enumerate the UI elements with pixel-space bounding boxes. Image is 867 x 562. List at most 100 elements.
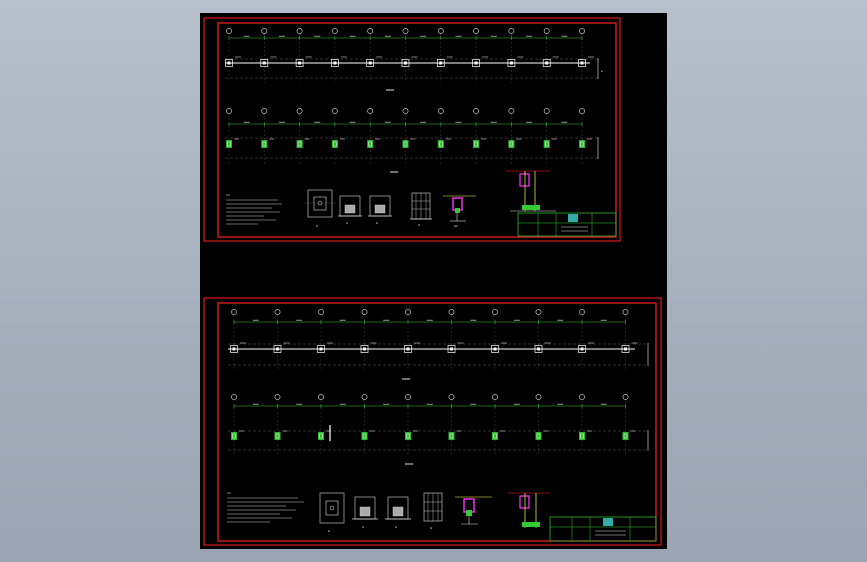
grid-bubble: [622, 394, 629, 400]
sheet-1-plan-2-foundations: [226, 138, 592, 148]
foundation-column: [623, 433, 628, 439]
sheet-2-inner-frame: [217, 302, 657, 542]
foundation-mark: [579, 140, 585, 148]
grid-bubble: [535, 309, 542, 315]
foundation-mark: [492, 432, 498, 440]
column-base: [401, 59, 410, 67]
sheet-1-inner-frame: [217, 22, 617, 238]
foundation-column: [275, 433, 280, 439]
foundation-mark: [274, 432, 281, 440]
column-base: [534, 345, 543, 353]
foundation-mark: [405, 432, 411, 440]
grid-bubble: [226, 108, 232, 114]
svg-text:▬: ▬: [328, 529, 330, 533]
column-base: [360, 345, 369, 353]
grid-bubble: [274, 394, 281, 400]
column-core: [298, 61, 302, 65]
sheet-2-plan-2-foundations: [231, 430, 636, 440]
grid-bubble: [361, 309, 368, 315]
grid-bubble: [261, 28, 268, 34]
column-base: [260, 59, 269, 67]
sheet-2-plan-1-axis-marks: [231, 309, 629, 369]
column-core: [227, 61, 231, 65]
sheet-2-detail-anchor: [455, 496, 492, 525]
foundation-column: [362, 433, 367, 439]
grid-bubble: [448, 394, 455, 400]
foundation-mark: [231, 432, 237, 440]
grid-bubble: [437, 108, 444, 114]
foundation-column: [232, 433, 236, 439]
sheet-1-outer-frame: [203, 17, 621, 242]
grid-bubble: [226, 28, 232, 34]
grid-bubble: [448, 309, 455, 315]
column-core: [509, 61, 513, 65]
column-core: [262, 61, 266, 65]
column-core: [276, 347, 279, 351]
sheet-1-plan-1-title: ▬▬▬▬: [386, 88, 395, 92]
sheet-2: ▬▬▬▬ ▬▬▬▬ ▬: [203, 297, 662, 546]
foundation-mark: [543, 140, 550, 148]
foundation-column: [439, 141, 443, 147]
sheet-2-detail-section-1: ▬: [352, 496, 378, 529]
grid-bubble: [402, 108, 409, 114]
column-core: [624, 347, 627, 351]
grid-bubble: [231, 309, 237, 315]
sheet-1-title-block: [517, 212, 617, 237]
column-base: [317, 345, 325, 353]
sheet-2-plan-2-axis-marks: [231, 394, 629, 456]
grid-bubble: [543, 108, 550, 114]
grid-bubble: [296, 28, 303, 34]
svg-text:▬▬: ▬▬: [454, 224, 458, 228]
column-core: [474, 61, 478, 65]
cad-canvas[interactable]: ◈ ▬▬▬▬ ▬▬▬▬: [200, 13, 667, 549]
foundation-mark: [579, 432, 585, 440]
column-base: [621, 345, 630, 353]
grid-bubble: [331, 28, 338, 34]
grid-bubble: [402, 28, 409, 34]
column-core: [368, 61, 372, 65]
foundation-mark: [367, 140, 374, 148]
foundation-column: [333, 141, 337, 147]
column-core: [404, 61, 407, 65]
sheet-1-plan-1-axis-marks: [226, 28, 585, 83]
column-core: [363, 347, 366, 351]
sheet-1: ◈ ▬▬▬▬ ▬▬▬▬: [203, 17, 621, 242]
grid-bubble: [579, 28, 585, 34]
grid-bubble: [543, 28, 550, 34]
svg-text:▬: ▬: [418, 223, 420, 227]
sheet-1-detail-section-2: ▬: [368, 195, 392, 225]
sheet-2-plan-1-columns: [230, 342, 638, 353]
column-base: [491, 345, 499, 353]
grid-bubble: [579, 309, 585, 315]
grid-bubble: [318, 309, 324, 315]
foundation-column: [262, 141, 267, 147]
sheet-1-plan-2-title: ▬▬▬▬: [390, 170, 399, 174]
column-base: [436, 59, 445, 67]
grid-bubble: [473, 108, 479, 114]
column-core: [537, 347, 540, 351]
foundation-mark: [508, 140, 515, 148]
grid-bubble: [405, 309, 411, 315]
column-core: [580, 61, 584, 65]
sheet-2-detail-elevation: [508, 492, 550, 528]
sheet-1-plan-1: ◈ ▬▬▬▬: [225, 28, 603, 92]
foundation-column: [403, 141, 408, 147]
foundation-column: [227, 141, 231, 147]
column-core: [319, 347, 323, 351]
sheet-1-plan-1-side-label: ◈: [601, 69, 603, 73]
foundation-column: [406, 433, 410, 439]
column-base: [447, 345, 456, 353]
svg-text:▬: ▬: [316, 224, 318, 228]
column-base: [331, 59, 339, 67]
sheet-1-plan-2-axis-marks: [226, 108, 585, 164]
foundation-mark: [535, 432, 542, 440]
column-core: [580, 347, 584, 351]
sheet-2-title-block: [549, 516, 657, 542]
column-core: [493, 347, 497, 351]
foundation-column: [297, 141, 302, 147]
foundation-column: [580, 433, 584, 439]
svg-text:▬: ▬: [395, 525, 397, 529]
column-base: [295, 59, 304, 67]
grid-bubble: [622, 309, 629, 315]
cad-drawing-viewport[interactable]: ◈ ▬▬▬▬ ▬▬▬▬: [200, 13, 667, 549]
